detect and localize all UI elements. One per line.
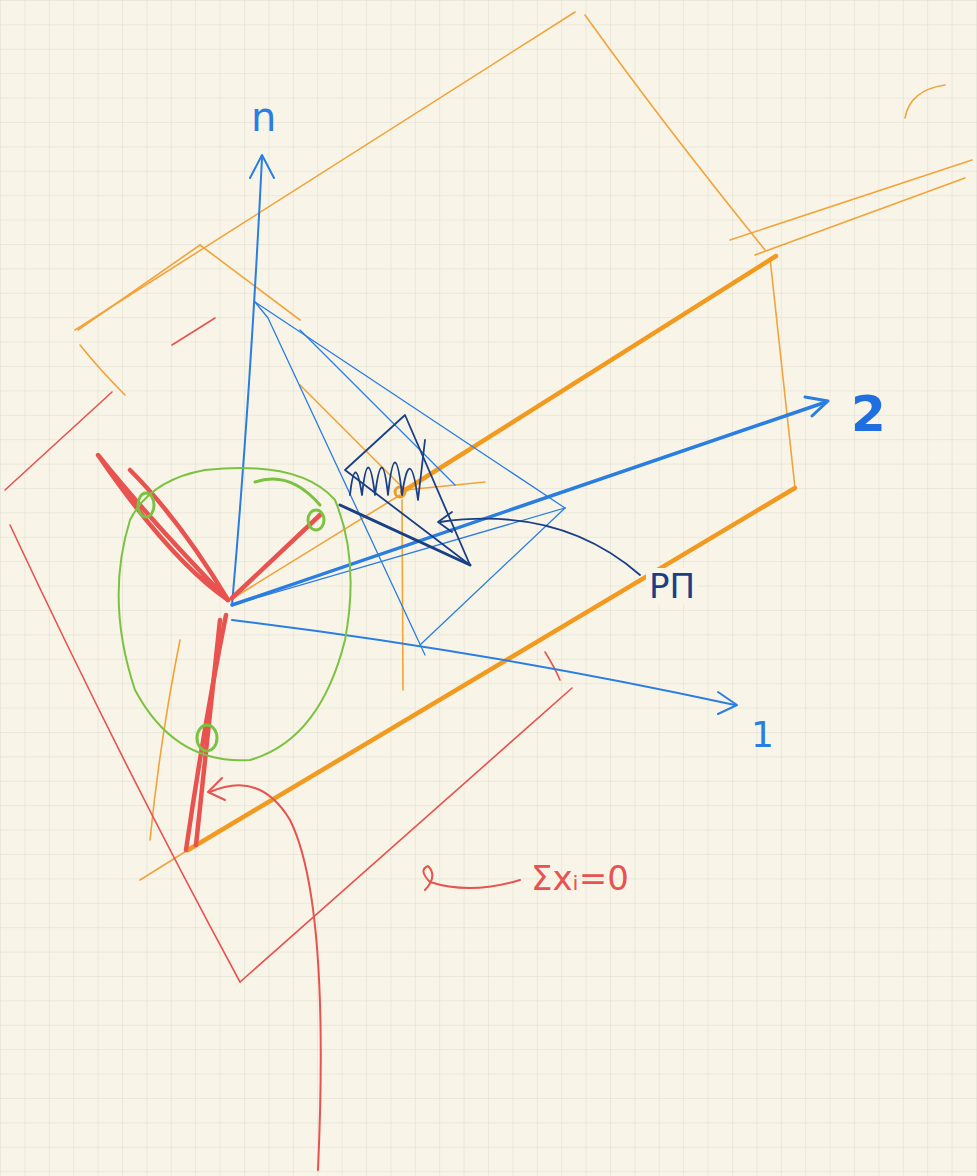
simplex — [232, 302, 565, 655]
region-label: PΠ — [646, 568, 698, 604]
orange-prism — [75, 12, 972, 880]
red-plane — [5, 318, 572, 982]
coordinate-axes — [232, 155, 828, 714]
axis-label: 2 — [848, 388, 889, 440]
red-pointer — [208, 778, 520, 1170]
red-vectors — [98, 455, 320, 850]
axis-label: n — [248, 96, 279, 138]
green-circle — [119, 468, 351, 760]
axis-label: 1 — [748, 716, 777, 754]
orange-prism-edge — [188, 256, 795, 850]
plane-label: Σxᵢ=0 — [528, 860, 632, 896]
projection-region — [340, 415, 640, 575]
